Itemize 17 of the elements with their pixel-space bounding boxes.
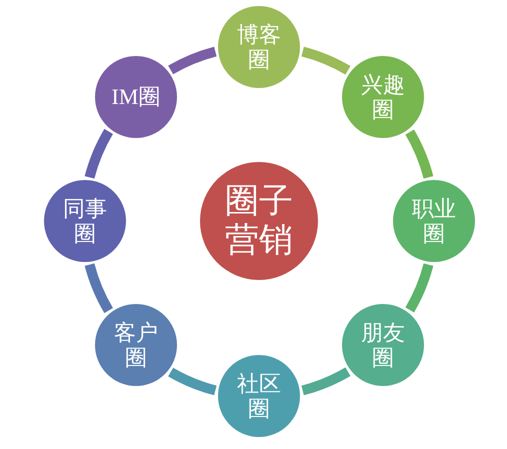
node-label: 客户圈 <box>113 320 159 370</box>
arc-connector <box>405 263 434 312</box>
arc-connector <box>405 130 434 179</box>
node-label: 职业圈 <box>411 196 457 246</box>
node-label: 社区圈 <box>236 370 282 422</box>
arc-connector <box>168 46 217 74</box>
node-label: 博客圈 <box>236 22 282 72</box>
arc-connector <box>301 46 350 75</box>
arc-connector <box>84 129 114 179</box>
arc-connector <box>84 263 114 313</box>
node-label: 圈子营销 <box>224 182 294 260</box>
node-label: IM圈 <box>110 84 162 110</box>
node-label: 朋友圈 <box>360 320 406 370</box>
node-label: 同事圈 <box>62 196 108 246</box>
arc-connector <box>301 367 350 396</box>
arc-connector <box>168 368 217 396</box>
node-label: 兴趣圈 <box>360 72 406 122</box>
